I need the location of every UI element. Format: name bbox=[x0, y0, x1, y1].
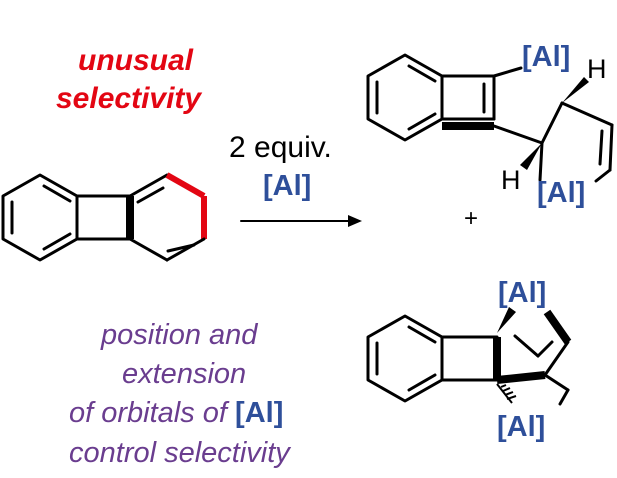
product-1-benzene-ring bbox=[366, 53, 444, 142]
wedge-bond-h-bottom bbox=[520, 143, 542, 170]
product-1-al-top: [Al] bbox=[522, 41, 570, 73]
wedge-bond-h-top bbox=[562, 77, 589, 103]
caption-line-1: position and bbox=[100, 319, 258, 351]
hashed-bond-al-bottom bbox=[496, 383, 513, 404]
caption-line-4: control selectivity bbox=[69, 437, 291, 469]
left-benzene-ring bbox=[1, 173, 79, 262]
caption-line-3-reagent: [Al] bbox=[235, 397, 283, 429]
caption-line-2: extension bbox=[122, 358, 246, 390]
highlighted-bond-upper bbox=[165, 172, 206, 199]
product-2-structure bbox=[366, 307, 572, 406]
unusual-label: unusual bbox=[78, 44, 194, 77]
product-2-al-top: [Al] bbox=[498, 277, 546, 309]
product-2-al-bottom: [Al] bbox=[497, 411, 545, 443]
caption-line-3-text: of orbitals of bbox=[69, 397, 235, 429]
plus-sign: + bbox=[464, 205, 478, 232]
biphenylene-structure bbox=[1, 172, 207, 262]
equivalents-label: 2 equiv. bbox=[229, 131, 332, 164]
caption-line-3: of orbitals of [Al] bbox=[69, 397, 283, 429]
reaction-arrow bbox=[240, 215, 362, 227]
product-1-h-top: H bbox=[587, 54, 607, 84]
product-1-al-bottom: [Al] bbox=[537, 177, 585, 209]
product-2-benzene-ring bbox=[366, 314, 444, 403]
product-1-h-bottom: H bbox=[501, 165, 521, 195]
product-1-structure bbox=[366, 53, 614, 183]
wedge-bond-al-top bbox=[497, 307, 516, 333]
selectivity-label: selectivity bbox=[56, 82, 202, 115]
reagent-label: [Al] bbox=[263, 170, 311, 202]
